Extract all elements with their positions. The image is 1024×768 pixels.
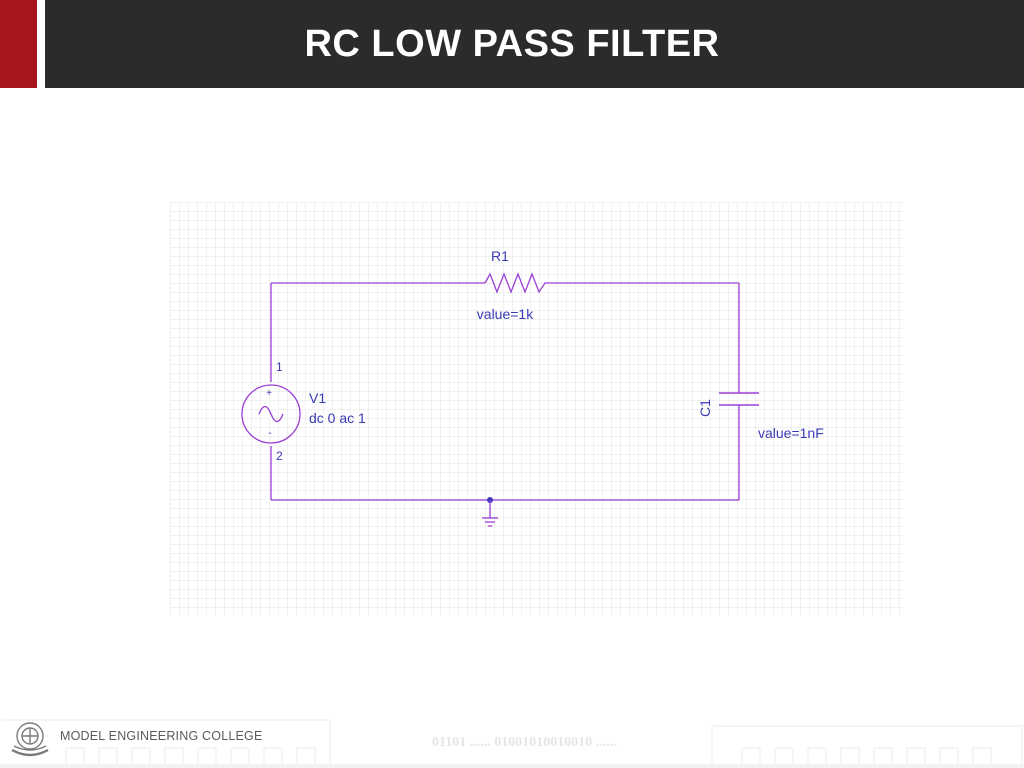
ac-source-icon <box>241 384 301 444</box>
capacitor-value-label: value=1nF <box>758 425 824 441</box>
source-minus-sign: - <box>268 428 271 439</box>
source-pin-2-label: 2 <box>276 449 283 463</box>
footer-binary-text: 01101 ...... 01001010010010 ...... <box>432 735 617 750</box>
header-accent-bar <box>0 0 37 88</box>
source-name-label: V1 <box>309 390 326 406</box>
college-emblem-icon <box>11 722 49 757</box>
capacitor-name-label: C1 <box>697 399 713 417</box>
source-pin-1-label: 1 <box>276 360 283 374</box>
schematic-grid <box>170 202 903 615</box>
rc-circuit-schematic: R1 value=1k V1 dc 0 ac 1 + - 1 2 C1 valu… <box>170 202 903 615</box>
resistor-icon <box>484 272 556 294</box>
source-params-label: dc 0 ac 1 <box>309 410 366 426</box>
circuit-wires <box>270 282 740 501</box>
ground-icon <box>482 497 498 527</box>
college-name: MODEL ENGINEERING COLLEGE <box>60 729 263 743</box>
resistor-value-label: value=1k <box>477 306 534 322</box>
resistor-name-label: R1 <box>491 248 509 264</box>
capacitor-icon <box>719 392 759 406</box>
slide-title: RC LOW PASS FILTER <box>304 22 720 65</box>
footer-decoration <box>0 719 1024 768</box>
header-title-bar <box>45 0 1024 88</box>
source-plus-sign: + <box>266 388 272 399</box>
